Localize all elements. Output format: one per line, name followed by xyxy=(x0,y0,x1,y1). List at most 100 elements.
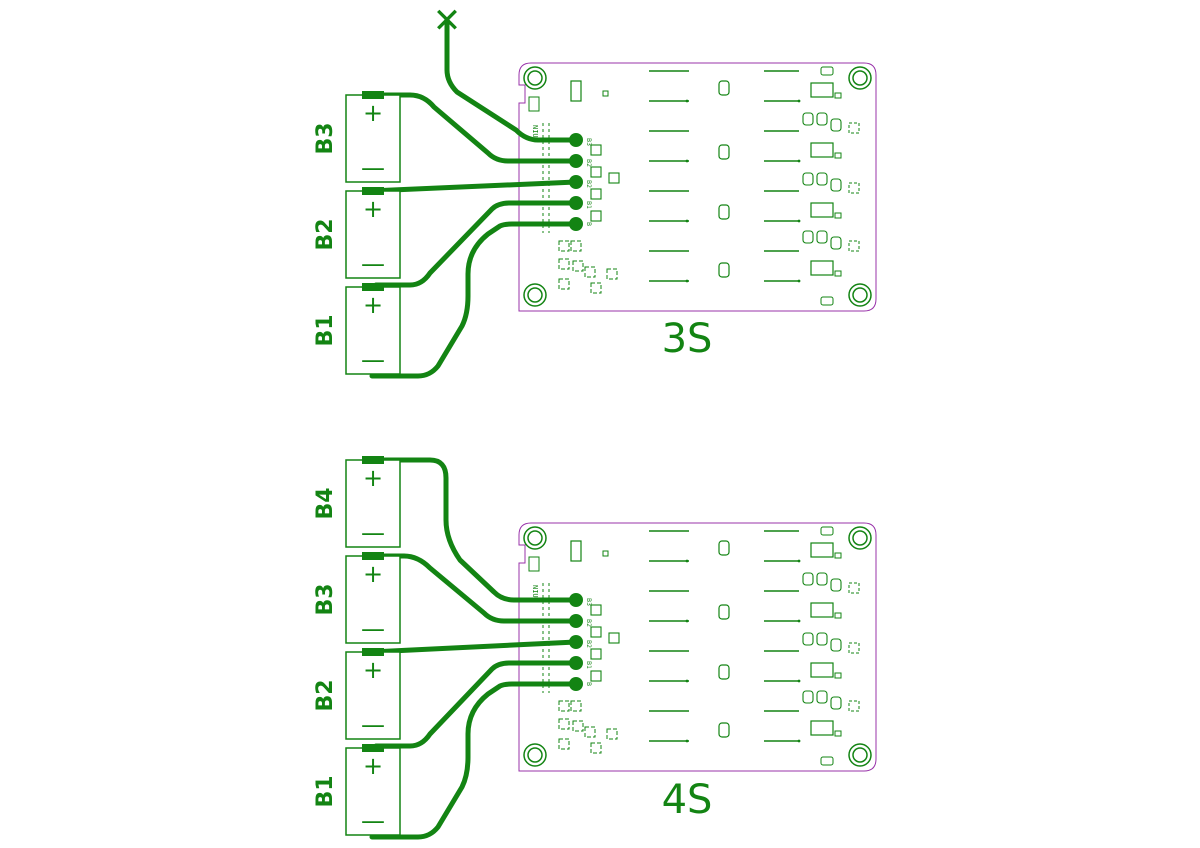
plus-symbol: + xyxy=(363,291,383,319)
smd-cap xyxy=(830,638,842,652)
minus-symbol: — xyxy=(361,711,385,739)
smd-part xyxy=(572,720,584,732)
smd-cap xyxy=(802,572,814,586)
balance-wire xyxy=(367,92,579,164)
smd-part xyxy=(570,240,582,252)
mounting-hole-inner xyxy=(527,70,543,86)
smd-cap xyxy=(802,690,814,704)
smd-pad xyxy=(602,90,609,97)
config-label: 3S xyxy=(662,316,713,362)
smd-part xyxy=(590,742,602,754)
mounting-hole-inner xyxy=(852,70,868,86)
smd-part xyxy=(590,188,602,200)
cell-label: B4 xyxy=(313,487,338,519)
resistor xyxy=(810,602,834,618)
smd-part xyxy=(584,266,596,278)
smd-pad xyxy=(834,92,842,99)
smd-part xyxy=(528,556,540,572)
battery-terminal xyxy=(362,648,384,656)
pad-label: B2 xyxy=(585,640,592,648)
balance-wire xyxy=(369,221,579,379)
smd-part xyxy=(608,172,620,184)
capacitor xyxy=(718,604,730,620)
mounting-hole xyxy=(848,526,872,550)
smd-pad xyxy=(820,756,834,766)
via xyxy=(797,159,801,163)
mounting-hole-inner xyxy=(527,747,543,763)
smd-cap xyxy=(848,700,860,712)
capacitor xyxy=(718,144,730,160)
smd-pad xyxy=(820,526,834,536)
smd-part xyxy=(558,718,570,730)
smd-part xyxy=(584,726,596,738)
via xyxy=(797,619,801,623)
resistor xyxy=(810,720,834,736)
resistor xyxy=(810,142,834,158)
mounting-hole xyxy=(523,743,547,767)
smd-pad xyxy=(820,66,834,76)
via xyxy=(797,559,801,563)
battery-terminal xyxy=(362,187,384,195)
battery-body xyxy=(345,459,401,548)
via xyxy=(685,159,689,163)
smd-part xyxy=(606,728,618,740)
smd-cap xyxy=(802,230,814,244)
smd-part xyxy=(558,240,570,252)
cell-label: B2 xyxy=(313,679,338,711)
cell-label: B3 xyxy=(313,122,338,154)
mounting-hole xyxy=(523,283,547,307)
board-outline xyxy=(518,522,877,772)
balance-wire xyxy=(373,200,579,288)
pad-label: B2 xyxy=(585,159,592,167)
pad-label: B2 xyxy=(585,619,592,627)
smd-cap xyxy=(830,696,842,710)
input-label: NIUN xyxy=(531,125,539,142)
minus-symbol: — xyxy=(361,250,385,278)
smd-cap xyxy=(816,172,828,186)
capacitor xyxy=(718,262,730,278)
smd-pad xyxy=(834,612,842,619)
balance-wire xyxy=(367,457,579,603)
config-label: 4S xyxy=(662,777,713,823)
smd-pad xyxy=(834,672,842,679)
smd-part xyxy=(558,700,570,712)
smd-cap xyxy=(848,642,860,654)
mounting-hole-inner xyxy=(852,287,868,303)
smd-part xyxy=(590,282,602,294)
battery-terminal xyxy=(362,283,384,291)
smd-cap xyxy=(848,182,860,194)
capacitor xyxy=(718,664,730,680)
balance-wire xyxy=(444,17,579,143)
smd-part xyxy=(590,626,602,638)
resistor xyxy=(810,202,834,218)
smd-pad xyxy=(834,730,842,737)
resistor xyxy=(810,542,834,558)
resistor xyxy=(810,82,834,98)
via xyxy=(797,99,801,103)
smd-part xyxy=(572,260,584,272)
resistor xyxy=(810,662,834,678)
battery-cell: +—B3 xyxy=(313,91,401,183)
via xyxy=(685,739,689,743)
battery-cell: +—B1 xyxy=(313,283,401,375)
mounting-hole-inner xyxy=(852,530,868,546)
smd-cap xyxy=(848,240,860,252)
cell-label: B1 xyxy=(313,314,338,346)
smd-cap xyxy=(830,236,842,250)
battery-cell: +—B1 xyxy=(313,744,401,836)
pad-label: B xyxy=(585,222,592,226)
via xyxy=(797,679,801,683)
smd-part xyxy=(528,96,540,112)
pad-label: B1 xyxy=(585,661,592,669)
battery-cell: +—B4 xyxy=(313,456,401,548)
smd-part xyxy=(558,258,570,270)
smd-cap xyxy=(830,178,842,192)
smd-cap xyxy=(802,632,814,646)
via xyxy=(685,279,689,283)
smd-part xyxy=(606,268,618,280)
battery-cell: +—B3 xyxy=(313,552,401,644)
